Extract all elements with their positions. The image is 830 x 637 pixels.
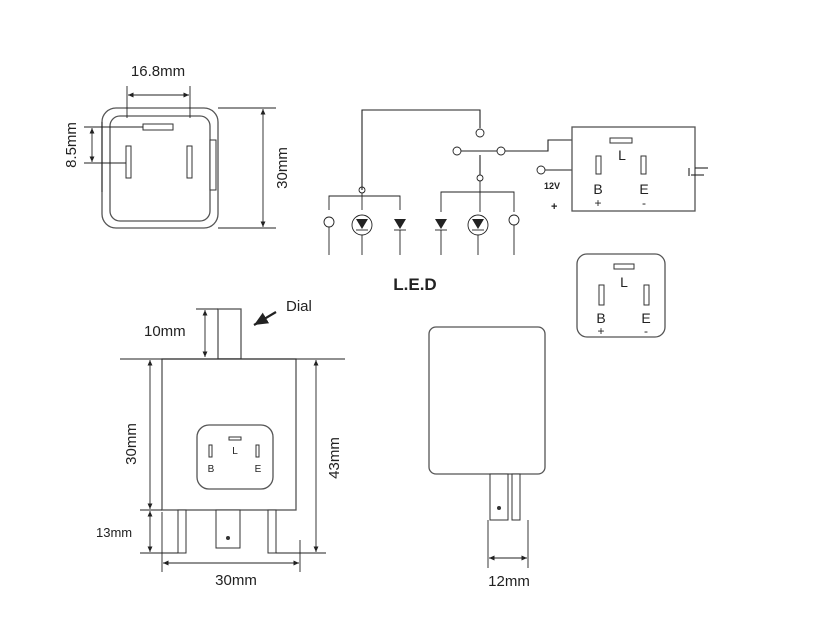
top-view-side-tab [209,139,217,191]
bulb-icon [323,216,335,228]
diode-triangle [394,219,406,229]
voltage-label: 12V [544,181,560,191]
pin-hole [497,506,501,510]
dial-height-label: 10mm [144,323,186,340]
top-view-inner [109,115,211,222]
right-bank-node [476,174,484,182]
width-label: 16.8mm [131,63,185,80]
supply-contact [536,165,546,175]
front-L-label: L [232,446,238,457]
top-view: 16.8mm 8.5mm 30mm [63,63,291,229]
terminal-B-sign: + [594,196,601,210]
right-bank-led-2 [467,214,489,255]
socket-L-slot [613,263,635,270]
bulb-icon [508,214,520,226]
terminal-E-sign: - [642,196,646,210]
diode-triangle [472,219,484,229]
front-width-label: 30mm [215,572,257,589]
terminal-E-slot [640,155,647,175]
dial-knob [217,308,242,360]
feed-wire [361,109,481,190]
total-height-label: 43mm [326,437,343,479]
wiring-circuit: 12V + [323,109,708,294]
front-L-slot [228,436,242,441]
terminal-E-label: E [639,181,648,197]
pin-length-label: 13mm [96,525,132,540]
left-bank-led-2 [394,219,406,255]
side-view: 12mm [428,326,546,590]
front-E-label: E [255,464,262,475]
wire-to-L [505,139,572,152]
front-pin-1 [177,509,187,554]
terminal-L-slot [609,137,633,144]
side-body [428,326,546,475]
right-bank-led-1 [435,219,447,255]
pin-hole [226,536,230,540]
relay-terminal-box [571,126,696,212]
terminal-socket: L B E + - [576,253,666,338]
switch-contact-top [475,128,485,138]
socket-L-label: L [620,274,628,290]
socket-body [576,253,666,338]
top-view-pin-B [125,145,132,179]
front-view: 10mm Dial L B E 30mm 13mm 43mm 3 [96,298,345,589]
height-label: 30mm [274,147,291,189]
front-pin-3 [267,509,277,554]
right-bank-bus [440,191,515,212]
front-E-slot [255,444,260,458]
socket-B-slot [598,284,605,306]
front-pin-2 [215,509,241,549]
terminal-B-slot [595,155,602,175]
diode-triangle [356,219,368,229]
top-view-pin-L [142,123,174,131]
socket-E-sign: - [644,324,648,338]
plus-label: + [551,201,557,213]
left-bank-bus [328,195,401,210]
body-height-label: 30mm [123,423,140,465]
socket-E-label: E [641,310,650,326]
socket-B-sign: + [597,324,604,338]
front-B-slot [208,444,213,458]
right-bank-bulb [508,214,520,255]
pin-spacing-label: 8.5mm [63,122,80,168]
side-pin-wide [489,473,509,521]
left-bank-led-1 [351,214,373,255]
front-B-label: B [208,464,215,475]
socket-B-label: B [596,310,605,326]
side-pin-thin [511,473,521,521]
switch-contact-left [452,146,462,156]
top-view-pin-E [186,145,193,179]
dial-label: Dial [286,298,312,315]
dial-pointer-arrow [253,311,277,326]
switch-contact-right [496,146,506,156]
terminal-L-label: L [618,147,626,163]
left-bank-bulb [323,216,335,255]
socket-E-slot [643,284,650,306]
side-width-label: 12mm [488,573,530,590]
front-socket [196,424,274,490]
diode-triangle [435,219,447,229]
terminal-B-label: B [593,181,602,197]
led-label: L.E.D [393,275,436,294]
